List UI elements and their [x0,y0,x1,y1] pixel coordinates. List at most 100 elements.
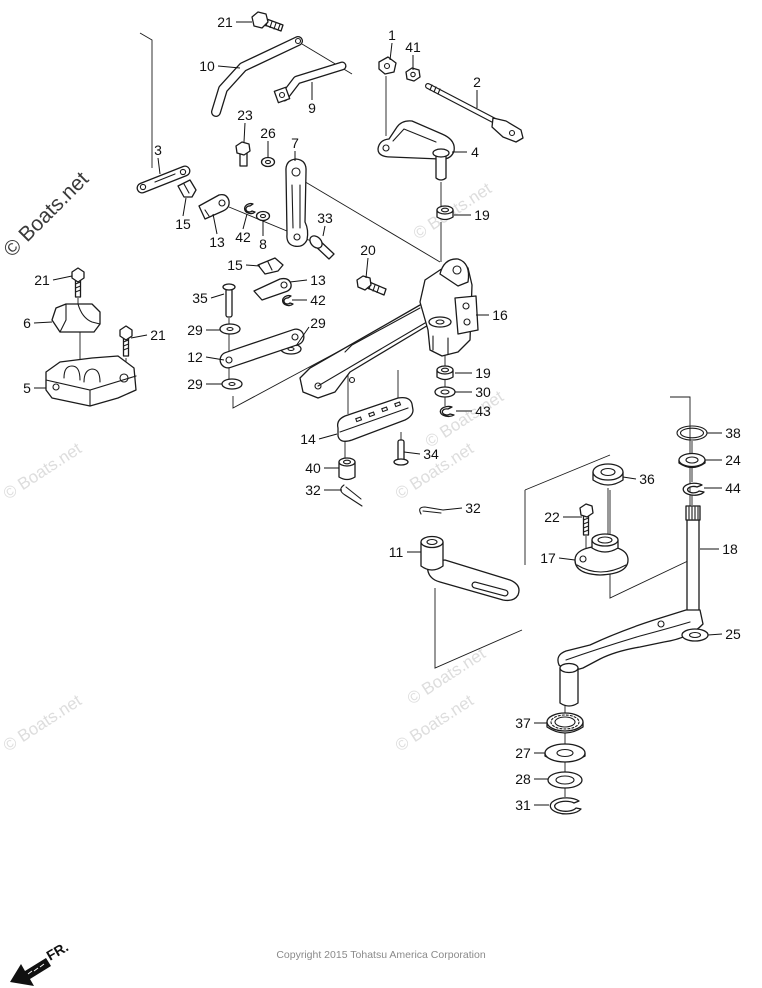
callout-label: 15 [175,216,191,232]
callout-label: 34 [423,446,439,462]
callout-label: 33 [317,210,333,226]
part-12-link-plate [219,328,305,369]
leader-line [558,557,576,561]
callout-label: 23 [237,107,253,123]
part-15-clip-lower [257,257,284,275]
part-6-clip [51,303,101,333]
part-22-bolt [579,503,594,536]
callout-label: 31 [515,797,531,813]
part-13-joint-lower [253,277,292,301]
part-17-flange-housing [574,533,629,576]
watermark: © Boats.net [392,691,477,756]
part-19-bushing-lower [436,365,454,381]
callout-label: 44 [725,480,741,496]
callout-label: 43 [475,403,491,419]
callout-label: 6 [23,315,31,331]
callout-label: 27 [515,745,531,761]
leader-line [289,279,308,283]
callout-label: 42 [235,229,251,245]
leader-line [243,122,246,143]
callout-label: 18 [722,541,738,557]
part-38-o-ring [676,425,708,441]
part-5-holder-block [45,355,137,407]
callout-label: 28 [515,771,531,787]
callout-label: 19 [474,207,490,223]
callout-label: 41 [405,39,421,55]
leader-line [318,433,338,440]
callout-label: 13 [209,234,225,250]
leader-line [33,321,53,324]
part-37-seal-ring [546,712,584,734]
part-31-snap-ring [549,797,582,815]
watermark: © Boats.net [0,167,93,261]
leader-line [157,157,161,175]
leader-line [442,507,463,511]
callout-label: 25 [725,626,741,642]
part-29-washer [219,323,241,335]
part-19-bushing-upper [436,205,454,221]
part-13-joint-upper [198,193,230,220]
part-42-e-clip-upper [243,202,256,215]
part-32-hair-pin-right [419,506,444,515]
part-4-bell-crank [377,120,455,181]
part-20-bolt [356,275,387,296]
callout-label: 20 [360,242,376,258]
leader-line [242,213,248,230]
callout-label: 29 [310,315,326,331]
part-24-washer [678,452,706,469]
part-21-bolt-middle [119,325,133,357]
part-9-bracket [273,61,347,104]
callout-label: 24 [725,452,741,468]
callout-label: 21 [150,327,166,343]
part-44-e-clip [682,482,705,496]
callout-label: 19 [475,365,491,381]
callout-label: 35 [192,290,208,306]
part-16-bracket [299,258,479,399]
callout-label: 26 [260,125,276,141]
part-2-rod [425,83,524,143]
part-15-clip-upper [177,179,197,198]
leader-line [622,476,637,480]
leader-line [245,264,261,267]
callout-label: 42 [310,292,326,308]
callout-label: 4 [471,144,479,160]
leader-line [707,633,723,636]
callout-label: 17 [540,550,556,566]
part-23-bolt [235,141,251,167]
callout-label: 37 [515,715,531,731]
part-14-rubber-mount [337,396,414,442]
leader-line [295,326,310,347]
callout-label: 8 [259,236,267,252]
part-26-washer [260,156,276,168]
callout-label: 38 [725,425,741,441]
leader-line [403,451,421,455]
callout-label: 11 [389,544,404,560]
part-36-seal [592,463,624,486]
watermark: © Boats.net [404,644,489,709]
leader-line [130,334,148,339]
leader-line [182,197,187,217]
part-33-pin [309,235,335,260]
part-10-link-rod [211,36,303,117]
callout-label: 3 [154,142,162,158]
callout-label: 15 [227,257,243,273]
leader-line [212,213,218,235]
callout-label: 2 [473,74,481,90]
callout-label: 14 [300,431,316,447]
leader-line [217,65,241,69]
part-21-bolt-top [251,11,284,32]
leader-line [52,275,73,281]
callout-label: 12 [187,349,203,365]
part-21-bolt-left [71,267,85,298]
callout-label: 32 [465,500,481,516]
part-28-washer [547,771,583,789]
callout-label: 36 [639,471,655,487]
callout-label: 21 [34,272,50,288]
copyright-notice: Copyright 2015 Tohatsu America Corporati… [276,949,486,961]
part-1-clip [378,56,397,75]
callout-label: 16 [492,307,508,323]
callout-label: 5 [23,380,31,396]
callout-label: 10 [199,58,215,74]
callout-label: 13 [310,272,326,288]
part-41-nut [405,67,421,82]
